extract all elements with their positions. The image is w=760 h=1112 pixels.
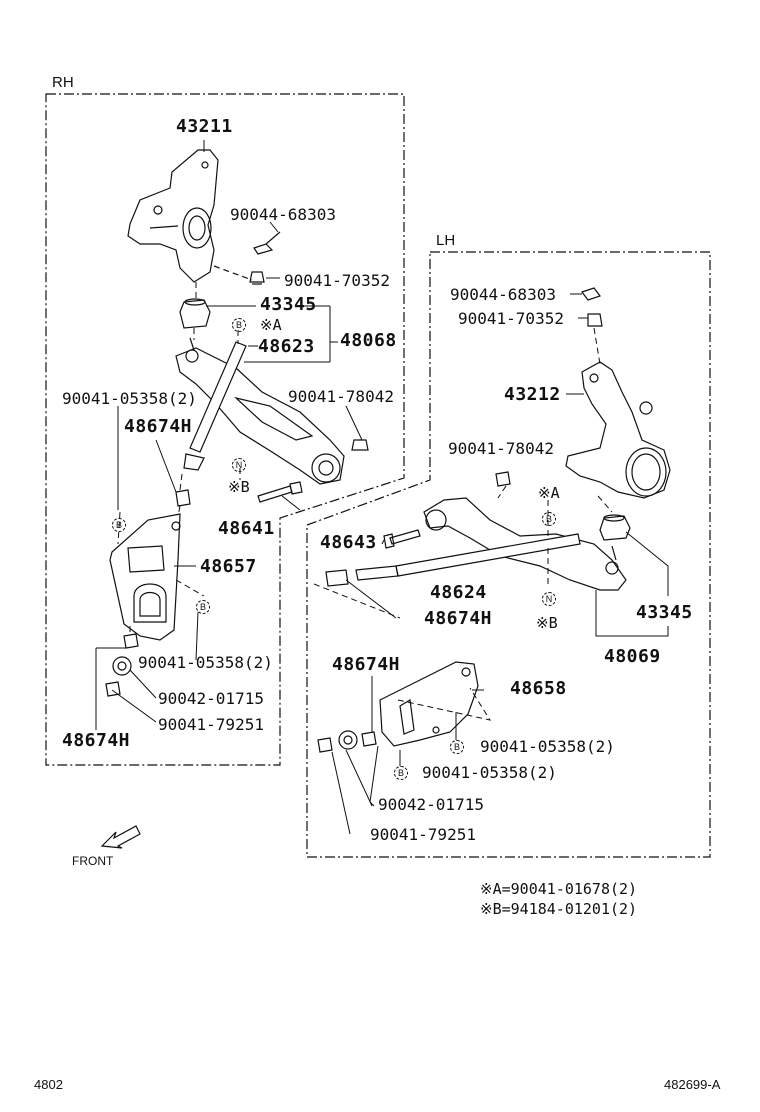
rh-bolt-48641-label: 48641 <box>218 518 275 539</box>
note-b: ※B=94184-01201(2) <box>480 900 638 918</box>
rh-ball-joint-boot <box>179 298 211 329</box>
lh-frame <box>306 251 711 858</box>
lh-bracket <box>379 661 479 747</box>
lh-cotter-pin-label: 90044-68303 <box>450 285 556 304</box>
rh-bolt-48641 <box>257 481 303 503</box>
rh-nut-top-label: 90041-70352 <box>284 271 390 290</box>
rh-section-label: RH <box>52 74 74 91</box>
footer-page-code: 4802 <box>34 1077 63 1092</box>
rh-knuckle-label: 43211 <box>176 116 233 137</box>
rh-nut-78042-label: 90041-78042 <box>288 387 394 406</box>
rh-arm-assy-label: 48068 <box>340 330 397 351</box>
note-a: ※A=90041-01678(2) <box>480 880 638 898</box>
front-arrow-icon <box>100 825 141 849</box>
lh-bolt-05358-label: 90041-05358(2) <box>480 737 615 756</box>
lh-nut-79251 <box>317 737 333 753</box>
rh-castle-nut <box>249 271 265 285</box>
lh-bracket-label: 48658 <box>510 678 567 699</box>
lh-nut-78042 <box>495 471 511 487</box>
rh-bolt-05358-b-label: 90041-05358(2) <box>138 653 273 672</box>
lh-washer-label: 90042-01715 <box>378 795 484 814</box>
lh-bolt-b-label: ※B <box>536 614 558 632</box>
rh-dash-1 <box>213 265 253 281</box>
rh-bushing-bottom <box>123 633 139 649</box>
rh-nut-78042 <box>351 439 369 451</box>
rh-cotter-pin-label: 90044-68303 <box>230 205 336 224</box>
lh-bolt-48643-label: 48643 <box>320 532 377 553</box>
lh-nut-79251-label: 90041-79251 <box>370 825 476 844</box>
lh-nut-top-label: 90041-70352 <box>458 309 564 328</box>
rh-bushing-top <box>175 489 191 507</box>
lh-marker-n: N <box>542 592 556 606</box>
rh-bolt-05358-label: 90041-05358(2) <box>62 389 197 408</box>
rh-washer-label: 90042-01715 <box>158 689 264 708</box>
rh-cotter-pin <box>253 231 281 255</box>
rh-washer <box>112 656 132 676</box>
rh-boot-label: 43345 <box>260 294 317 315</box>
lh-strut-bar <box>325 533 581 587</box>
lh-strut-bar-label: 48624 <box>430 582 487 603</box>
lh-knuckle-label: 43212 <box>504 384 561 405</box>
lh-washer <box>338 730 358 750</box>
lh-marker-b-3: B <box>394 766 408 780</box>
rh-leaders <box>95 140 363 730</box>
lh-bushing-label: 48674H <box>332 654 401 675</box>
lh-bolt-05358-b-label: 90041-05358(2) <box>422 763 557 782</box>
front-label: FRONT <box>72 854 114 868</box>
rh-bolt-b-label: ※B <box>228 478 250 496</box>
lh-steering-knuckle <box>565 361 671 499</box>
rh-bushing-bottom-label: 48674H <box>62 730 131 751</box>
lh-ball-joint-boot <box>599 514 631 541</box>
lh-cotter-pin <box>581 287 601 301</box>
lh-boot-label: 43345 <box>636 602 693 623</box>
rh-lower-arm <box>175 337 345 485</box>
rh-nut-79251-label: 90041-79251 <box>158 715 264 734</box>
lh-nut-78042-label: 90041-78042 <box>448 439 554 458</box>
rh-marker-b-3: B <box>196 600 210 614</box>
lh-bushing-arrow-label: 48674H <box>424 608 493 629</box>
lh-marker-b-1: B <box>542 512 556 526</box>
lh-arm-assy-label: 48069 <box>604 646 661 667</box>
lh-castle-nut <box>587 313 603 327</box>
rh-bracket-label: 48657 <box>200 556 257 577</box>
lh-marker-b-2: B <box>450 740 464 754</box>
rh-bracket <box>109 513 181 641</box>
lh-leaders <box>331 293 669 835</box>
rh-frame <box>45 93 405 766</box>
rh-ball-joint-label: 48623 <box>258 336 315 357</box>
rh-strut-bar <box>183 341 247 471</box>
rh-bolt-a-label: ※A <box>260 316 282 334</box>
rh-nut-79251 <box>105 681 121 697</box>
lh-bolt-a-label: ※A <box>538 484 560 502</box>
lh-bushing <box>361 731 377 747</box>
lh-dashes <box>313 327 613 721</box>
rh-marker-b-2: B <box>112 518 126 532</box>
lh-section-label: LH <box>436 232 456 249</box>
footer-diagram-code: 482699-A <box>664 1077 721 1092</box>
rh-marker-n: N <box>232 458 246 472</box>
rh-marker-b-1: B <box>232 318 246 332</box>
rh-bushing-label: 48674H <box>124 416 193 437</box>
lh-bolt-48643 <box>383 529 421 549</box>
rh-steering-knuckle <box>127 149 219 283</box>
